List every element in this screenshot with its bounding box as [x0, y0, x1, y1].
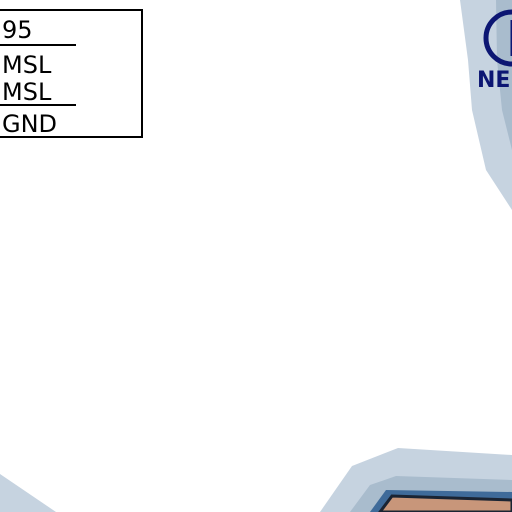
terrain-area [378, 494, 512, 512]
airspace-info-line-2: MSL [2, 51, 52, 79]
airspace-info-divider-1 [0, 44, 76, 46]
airspace-band-top-right-inner [496, 0, 512, 150]
airspace-info-line-3: MSL [2, 78, 52, 106]
navaid-circle-icon [483, 9, 512, 67]
airspace-info-box: 95 MSL MSL GND [0, 9, 143, 138]
airspace-band-bottom-left [0, 474, 56, 512]
airspace-info-line-4: GND [2, 110, 58, 138]
airspace-info-divider-2 [0, 104, 76, 106]
feature-label: NE [477, 68, 511, 93]
airspace-info-line-1: 95 [2, 16, 33, 44]
